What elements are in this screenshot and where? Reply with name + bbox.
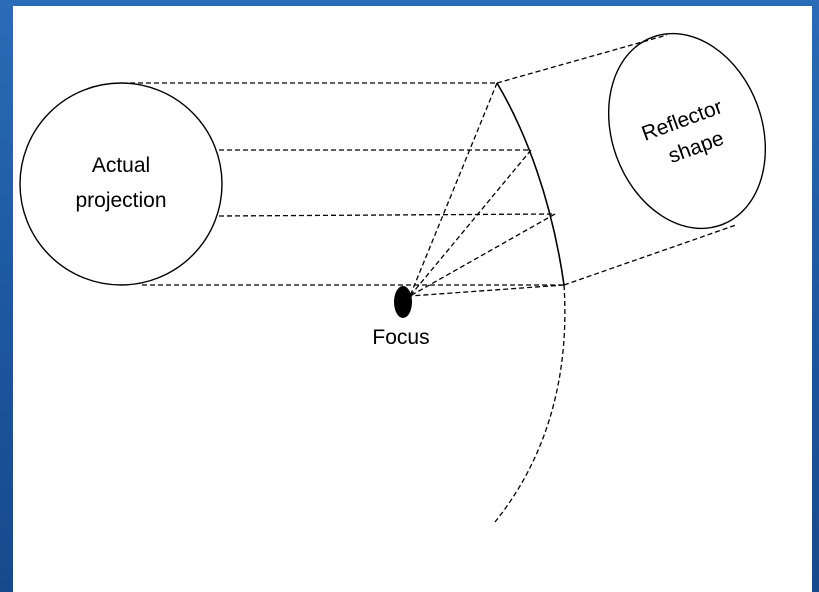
- projection-line-3: [218, 213, 556, 217]
- shape-line-top: [496, 34, 668, 84]
- actual-projection-circle: [19, 82, 223, 286]
- focus-point: [394, 286, 412, 318]
- reflector-shape-ellipse: [607, 32, 767, 230]
- diagram-panel: [13, 6, 812, 592]
- focus-label: Focus: [372, 326, 429, 349]
- reflector-curve-dashed: [494, 284, 566, 523]
- shape-line-bottom: [563, 224, 737, 286]
- focus-ray-1: [409, 82, 498, 297]
- focus-ray-2: [409, 149, 532, 297]
- focus-ray-4: [409, 284, 565, 297]
- reflector-curve-solid: [496, 82, 565, 286]
- actual-projection-label-line1: Actual: [92, 154, 150, 177]
- reflector-shape-label: Reflector shape: [639, 95, 727, 168]
- actual-projection-label-line2: projection: [75, 189, 166, 212]
- focus-ray-3: [409, 213, 556, 297]
